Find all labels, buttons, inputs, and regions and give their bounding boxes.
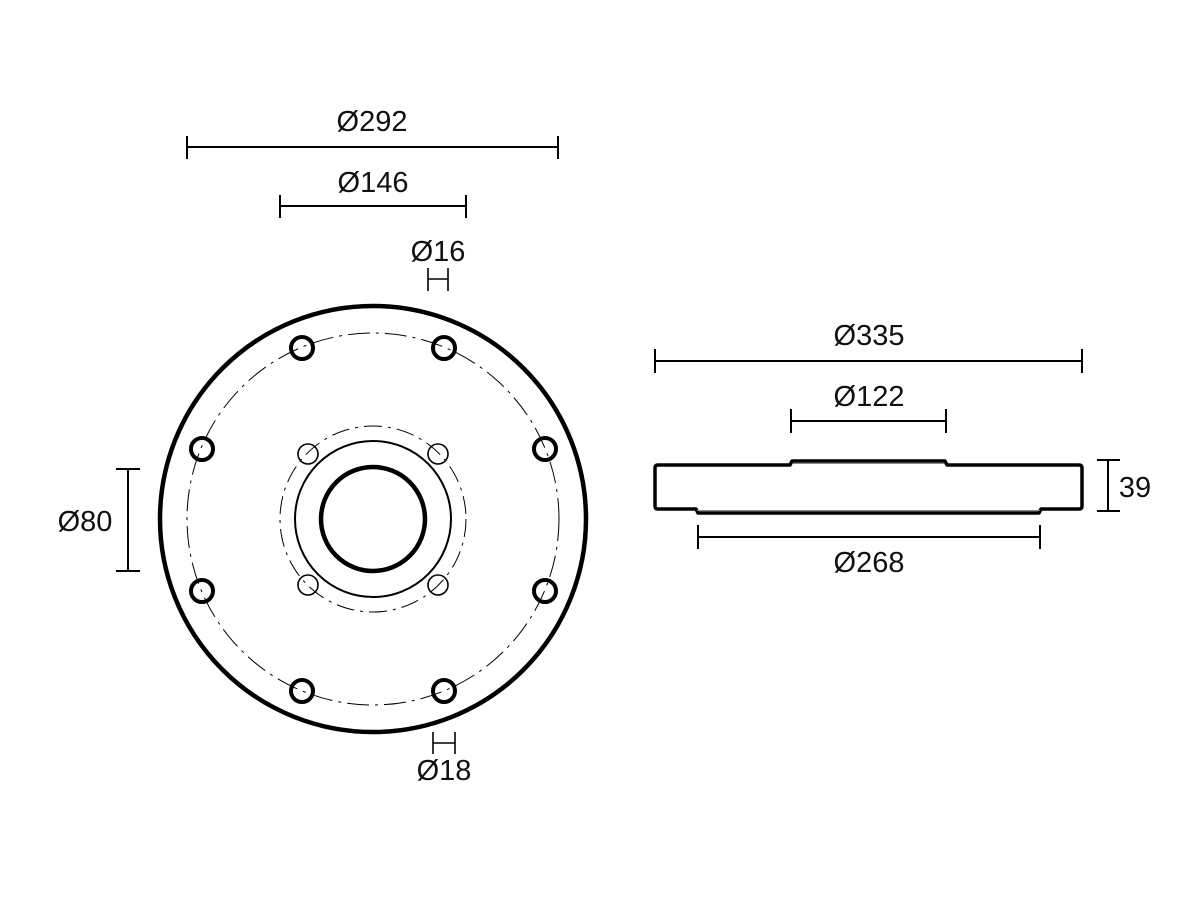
dimension-label-122: Ø122 [834,381,905,413]
dimension-height: 39 [1097,459,1151,512]
small-hole [297,574,319,596]
dimension-label-18: Ø18 [417,755,472,787]
bolt-hole [532,578,558,604]
inner-ring-circle [294,440,452,598]
front-view: Ø292 Ø146 Ø16 Ø80 Ø18 [58,106,589,787]
outer-bolt-holes [189,335,558,704]
dimension-top-boss: Ø122 [790,381,947,433]
bolt-hole [431,335,457,361]
dimension-label-268: Ø268 [834,547,905,579]
side-profile-outline [653,459,1084,515]
side-view: Ø335 Ø122 39 Ø268 [653,320,1151,579]
dimension-inner-bolt-circle: Ø146 [279,167,467,218]
dimension-label-16: Ø16 [411,236,466,268]
outer-flange-circle [157,303,589,735]
inner-bolt-circle-centerline [279,425,467,613]
dimension-label-292: Ø292 [337,106,408,138]
bolt-hole [189,578,215,604]
dimension-bore: Ø80 [58,468,140,572]
bolt-hole [289,678,315,704]
bolt-hole [289,335,315,361]
dimension-outer-bolt-circle: Ø292 [186,106,559,159]
bolt-hole [189,436,215,462]
dimension-label-146: Ø146 [338,167,409,199]
dimension-large-hole: Ø18 [417,732,472,787]
dimension-label-335: Ø335 [834,320,905,352]
bore-circle [318,464,428,574]
bolt-hole [431,678,457,704]
outer-bolt-circle-centerline [186,332,560,706]
inner-bolt-holes [297,443,449,596]
small-hole [427,574,449,596]
bolt-hole [532,436,558,462]
dimension-label-39: 39 [1119,472,1151,504]
dimension-overall-diameter: Ø335 [654,320,1083,373]
dimension-small-hole: Ø16 [411,236,466,291]
small-hole [427,443,449,465]
dimension-bottom-recess: Ø268 [697,525,1041,579]
dimension-label-80: Ø80 [58,506,113,538]
small-hole [297,443,319,465]
